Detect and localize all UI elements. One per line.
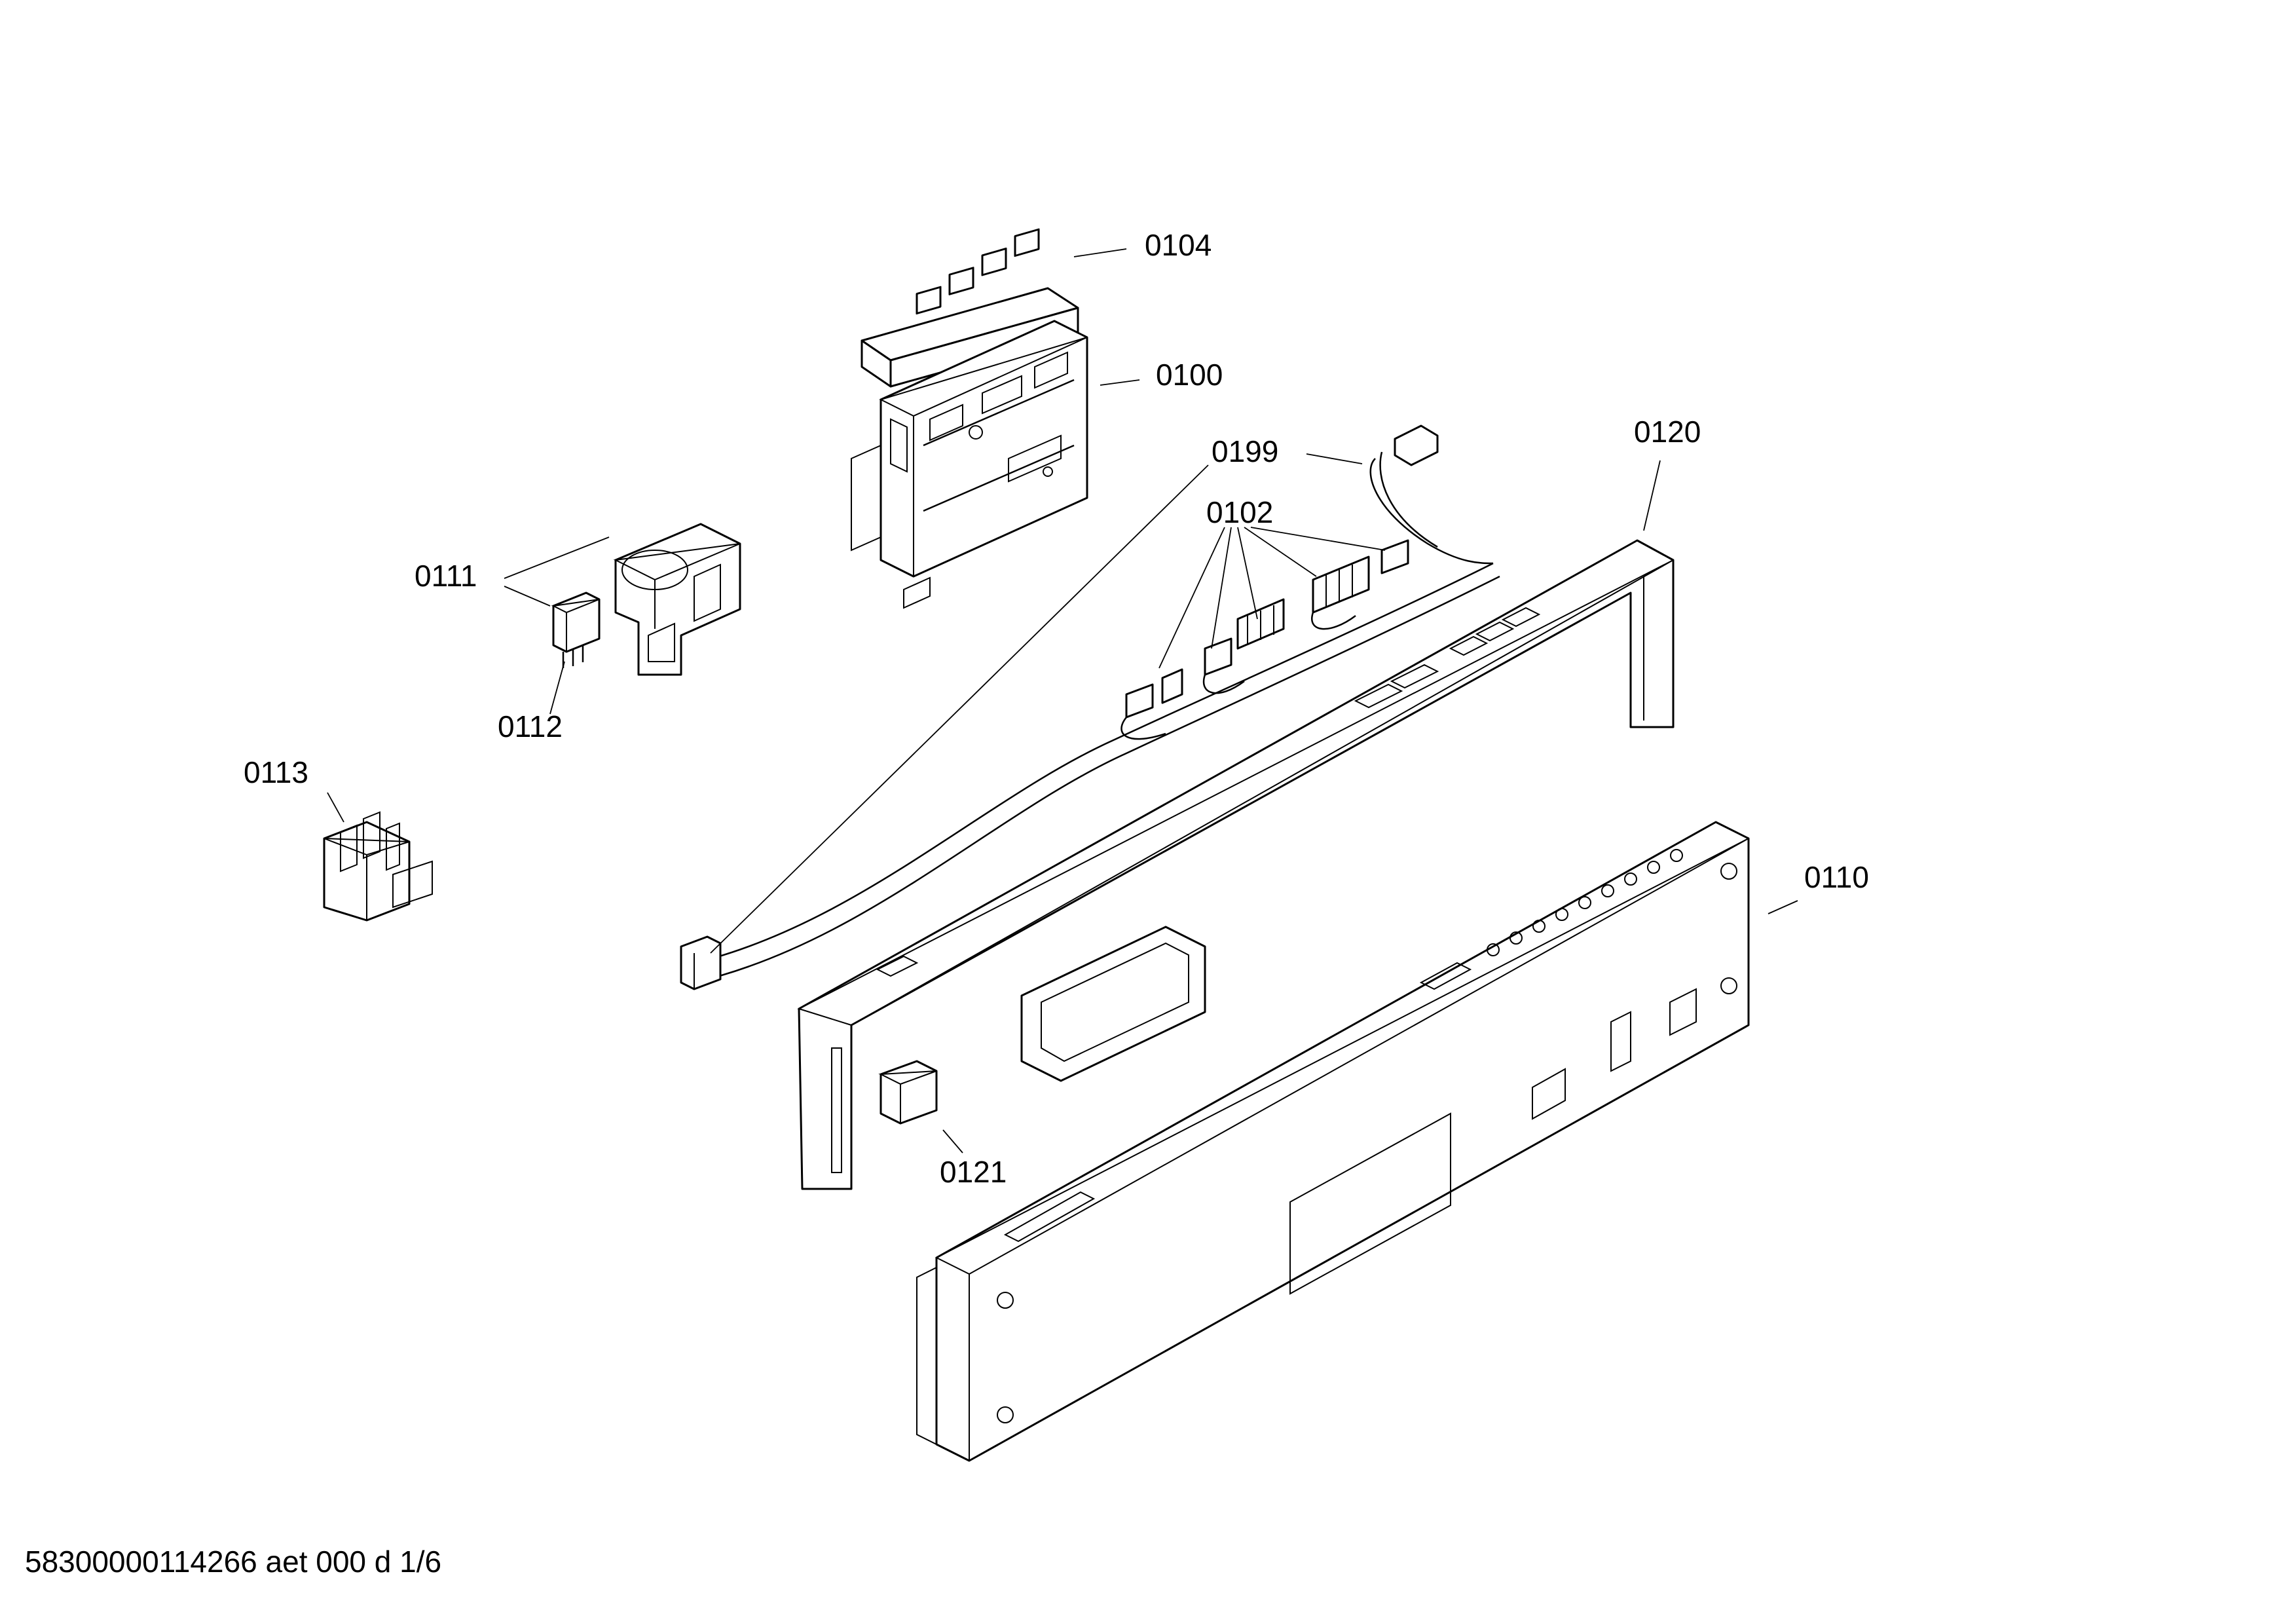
part-0110-control-panel — [916, 821, 1750, 1462]
drawing-code: 58300000114266 aet 000 d 1/6 — [25, 1545, 441, 1579]
part-0199-wiring-harness — [680, 424, 1500, 990]
label-0120: 0120 — [1634, 415, 1701, 449]
part-0100-control-module — [851, 320, 1088, 609]
label-0113: 0113 — [244, 755, 308, 789]
part-0121-cap — [878, 1060, 938, 1125]
part-0112-relay — [551, 591, 601, 668]
label-0110: 0110 — [1804, 860, 1869, 894]
part-0120-trim-strip — [797, 539, 1675, 1190]
door-handle — [1020, 926, 1206, 1082]
label-0111: 0111 — [415, 559, 477, 593]
label-0121: 0121 — [940, 1155, 1007, 1189]
label-0104: 0104 — [1145, 228, 1212, 262]
label-0100: 0100 — [1156, 358, 1223, 392]
label-0112: 0112 — [498, 709, 563, 743]
label-0199: 0199 — [1212, 434, 1278, 468]
leader-lines — [327, 248, 1798, 1154]
part-0113-connector-block — [323, 811, 433, 922]
part-0104-button-strip — [861, 228, 1079, 388]
label-0102: 0102 — [1206, 495, 1273, 529]
part-0111-switch-assembly — [613, 523, 741, 676]
